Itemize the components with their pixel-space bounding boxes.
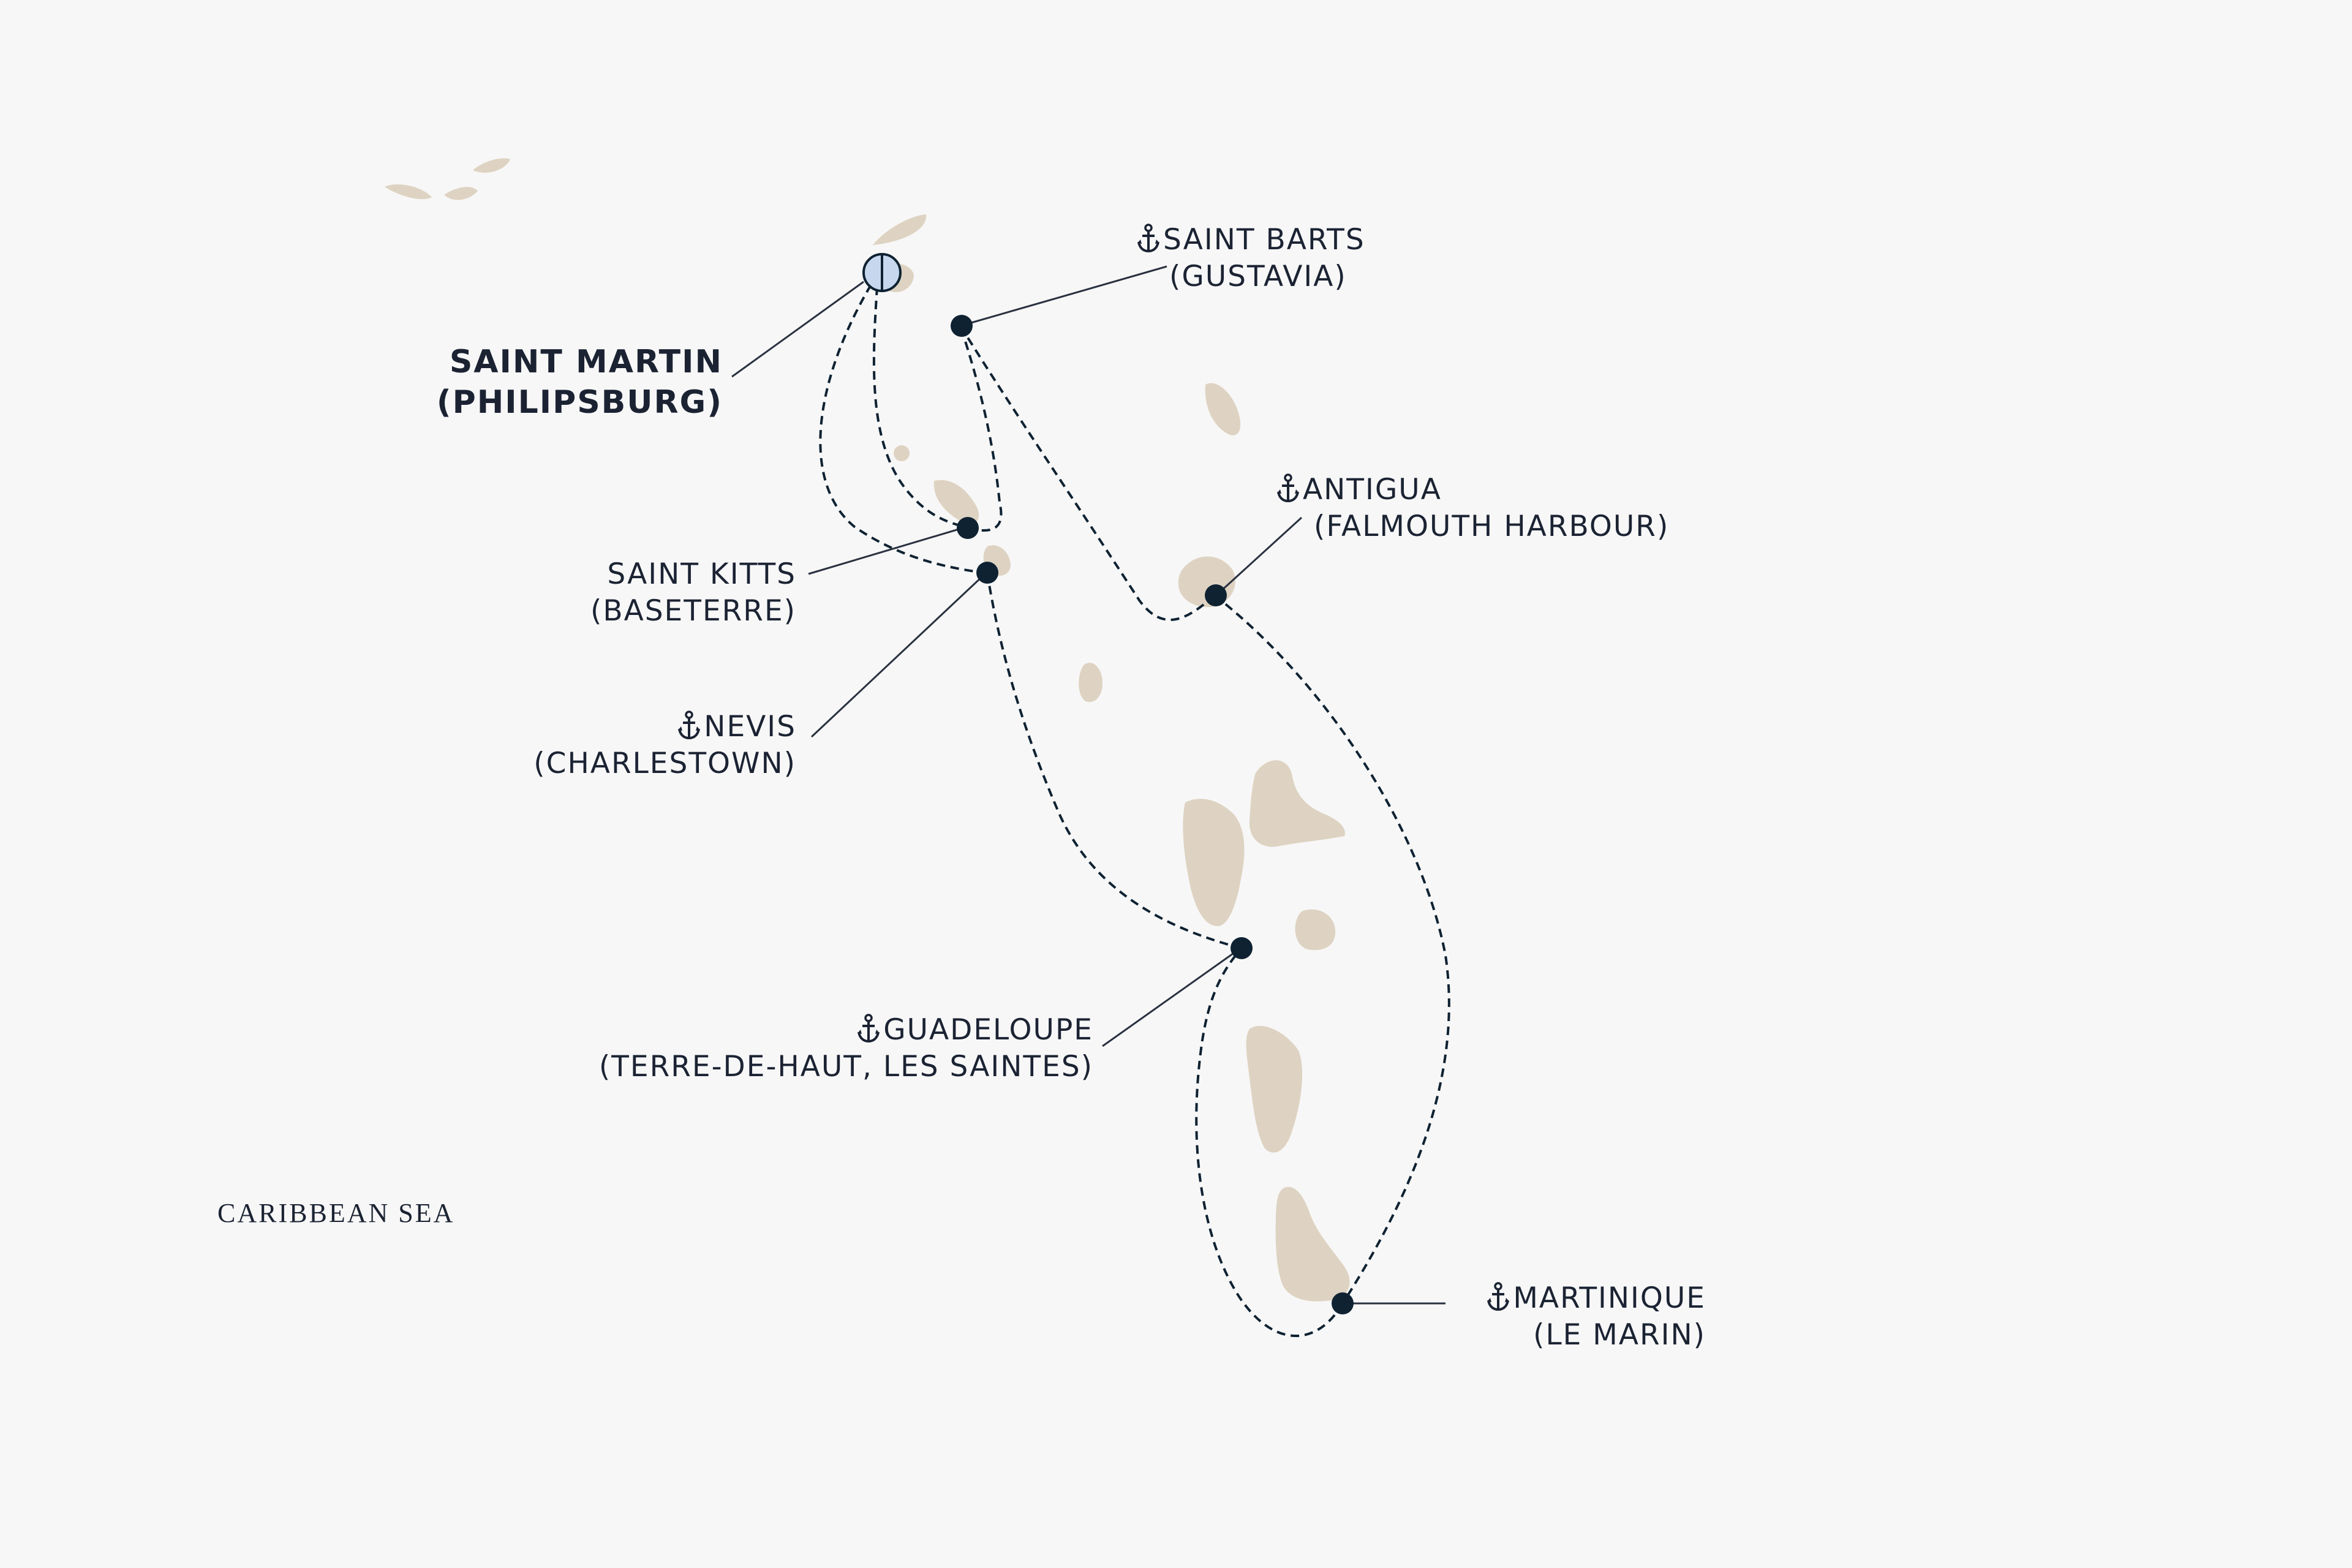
island-montserrat	[1079, 663, 1102, 703]
island-dominica	[1246, 1025, 1303, 1153]
anchor-icon	[1276, 473, 1300, 503]
island-barbuda	[1205, 383, 1241, 435]
port-dot-martinique[interactable]	[1332, 1292, 1354, 1314]
start-port-detail: (PHILIPSBURG)	[436, 384, 723, 421]
route-martinique-to-guadeloupe	[1195, 947, 1344, 1337]
port-label-saint-kitts: SAINT KITTS (BASETERRE)	[466, 556, 796, 630]
port-label-nevis: NEVIS (CHARLESTOWN)	[429, 709, 796, 782]
leader-saint-barts	[964, 265, 1167, 326]
island-virgin-3	[473, 158, 510, 173]
port-dot-guadeloupe[interactable]	[1231, 937, 1253, 959]
route-saint-martin-to-saint-kitts	[872, 286, 968, 529]
port-name-guadeloupe: GUADELOUPE	[883, 1013, 1093, 1047]
leader-lines	[731, 265, 1446, 1305]
port-name-saint-barts: SAINT BARTS	[1163, 223, 1365, 257]
island-virgin-1	[385, 184, 432, 200]
port-dot-saint-kitts[interactable]	[957, 517, 979, 539]
leader-antigua	[1218, 516, 1303, 594]
route-saint-kitts-to-saint-barts	[959, 325, 1003, 532]
port-markers	[951, 315, 1354, 1314]
island-virgin-2	[444, 187, 478, 200]
port-detail-martinique: (LE MARIN)	[1533, 1318, 1706, 1352]
start-port-label: SAINT MARTIN (PHILIPSBURG)	[380, 342, 723, 423]
route-saint-martin-to-nevis	[819, 284, 988, 575]
island-statia	[894, 445, 910, 461]
port-dot-saint-barts[interactable]	[951, 315, 973, 337]
leader-guadeloupe	[1102, 949, 1238, 1047]
port-detail-guadeloupe: (TERRE-DE-HAUT, LES SAINTES)	[598, 1050, 1093, 1084]
port-label-martinique: MARTINIQUE (LE MARIN)	[1458, 1280, 1706, 1354]
route-guadeloupe-to-nevis	[986, 573, 1242, 949]
start-marker[interactable]	[862, 253, 902, 292]
anchor-icon	[856, 1014, 881, 1043]
anchor-icon	[1136, 224, 1161, 253]
port-dot-nevis[interactable]	[976, 562, 998, 584]
port-name-saint-kitts: SAINT KITTS	[607, 557, 796, 591]
islands	[385, 158, 1350, 1302]
port-label-antigua: ANTIGUA (FALMOUTH HARBOUR)	[1276, 472, 1669, 545]
island-marie-galante	[1295, 909, 1336, 951]
island-martinique	[1275, 1186, 1350, 1302]
route-saint-barts-to-antigua	[959, 325, 1216, 621]
port-detail-saint-barts: (GUSTAVIA)	[1169, 260, 1347, 293]
route-antigua-to-martinique	[1213, 594, 1450, 1305]
port-name-nevis: NEVIS	[704, 710, 796, 744]
start-port-name: SAINT MARTIN	[449, 344, 723, 380]
island-anguilla	[873, 214, 927, 245]
port-detail-nevis: (CHARLESTOWN)	[533, 747, 796, 780]
island-guadeloupe-grande-terre	[1249, 760, 1345, 847]
leader-nevis	[810, 575, 984, 738]
anchor-icon	[1486, 1282, 1510, 1311]
island-saint-kitts	[933, 480, 979, 524]
port-detail-antigua: (FALMOUTH HARBOUR)	[1314, 510, 1670, 543]
port-name-antigua: ANTIGUA	[1303, 473, 1442, 507]
port-dot-antigua[interactable]	[1205, 584, 1227, 606]
port-label-saint-barts: SAINT BARTS (GUSTAVIA)	[1136, 222, 1365, 295]
sea-label: CARIBBEAN SEA	[217, 1198, 455, 1228]
island-guadeloupe-basse-terre	[1183, 799, 1245, 927]
route-lines	[819, 284, 1450, 1337]
port-detail-saint-kitts: (BASETERRE)	[590, 594, 796, 628]
port-label-guadeloupe: GUADELOUPE (TERRE-DE-HAUT, LES SAINTES)	[539, 1012, 1093, 1085]
leader-saint-martin	[731, 281, 864, 378]
leader-saint-kitts	[808, 527, 963, 575]
port-name-martinique: MARTINIQUE	[1513, 1281, 1706, 1315]
anchor-icon	[677, 710, 701, 740]
